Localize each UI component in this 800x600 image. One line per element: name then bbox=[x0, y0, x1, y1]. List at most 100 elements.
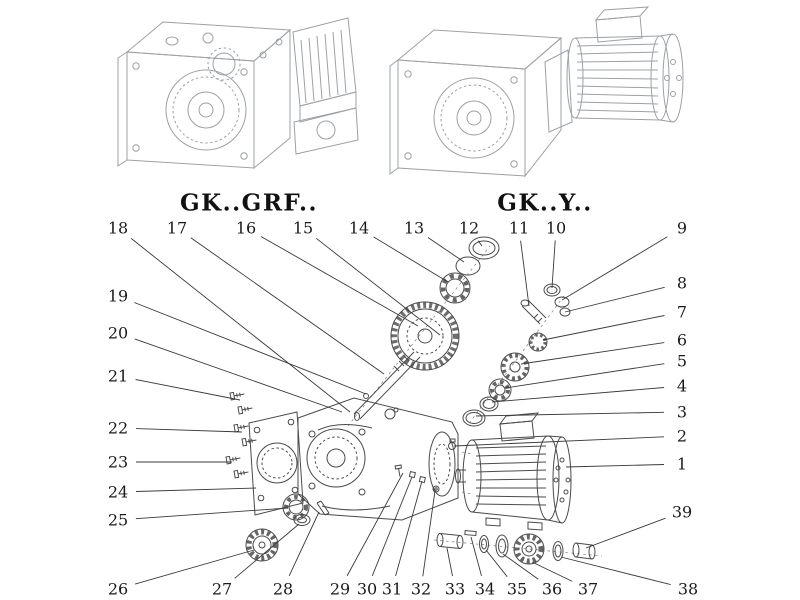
part-number-24: 24 bbox=[107, 482, 129, 502]
part-number-10: 10 bbox=[545, 218, 567, 238]
part-number-18: 18 bbox=[107, 218, 129, 238]
part-number-30: 30 bbox=[356, 579, 378, 599]
output-shaft-assembly bbox=[436, 530, 596, 565]
leader-line-37 bbox=[531, 561, 573, 582]
part-number-21: 21 bbox=[107, 366, 129, 386]
leader-line-21 bbox=[135, 379, 241, 401]
y-internal-gear bbox=[433, 77, 515, 159]
leader-line-32 bbox=[422, 490, 436, 577]
leader-line-9 bbox=[561, 236, 668, 301]
part-number-29: 29 bbox=[329, 579, 351, 599]
electric-motor bbox=[455, 412, 572, 531]
leader-line-25 bbox=[135, 507, 289, 520]
output-gear bbox=[513, 533, 545, 565]
leader-line-38 bbox=[560, 556, 671, 586]
part-number-14: 14 bbox=[348, 218, 370, 238]
leader-line-16 bbox=[260, 236, 419, 327]
part-number-17: 17 bbox=[166, 218, 188, 238]
grf-internal-gear bbox=[165, 47, 247, 151]
leader-line-13 bbox=[427, 237, 465, 263]
leader-line-34 bbox=[470, 536, 482, 577]
part-number-25: 25 bbox=[107, 510, 129, 530]
leader-line-20 bbox=[134, 338, 343, 413]
leader-line-36 bbox=[502, 553, 539, 580]
leader-line-28 bbox=[288, 511, 320, 576]
part-number-15: 15 bbox=[292, 218, 314, 238]
part-number-8: 8 bbox=[676, 273, 688, 293]
flange-fasteners bbox=[394, 464, 440, 493]
ring-gear bbox=[245, 528, 279, 562]
part-number-34: 34 bbox=[474, 579, 496, 599]
part-number-23: 23 bbox=[107, 452, 129, 472]
part-number-13: 13 bbox=[403, 218, 425, 238]
grf-ribbed-input-cover bbox=[292, 17, 359, 155]
leader-line-8 bbox=[564, 286, 665, 313]
part-number-38: 38 bbox=[677, 579, 699, 599]
shaft-washer bbox=[479, 535, 489, 553]
exploded-view-drawing bbox=[225, 236, 603, 565]
part-number-16: 16 bbox=[235, 218, 257, 238]
part-number-36: 36 bbox=[541, 579, 563, 599]
input-bearing bbox=[439, 272, 471, 304]
figure-title-gk-grf: GK..GRF.. bbox=[180, 189, 318, 217]
part-number-32: 32 bbox=[410, 579, 432, 599]
shaft-key bbox=[464, 530, 477, 537]
leader-line-11 bbox=[520, 240, 530, 307]
part-number-27: 27 bbox=[211, 579, 233, 599]
leader-line-15 bbox=[315, 237, 441, 336]
mounting-flange-plate bbox=[248, 411, 304, 516]
leader-lines bbox=[130, 236, 671, 586]
shaft-end-sleeve bbox=[572, 542, 596, 560]
gear-housing bbox=[297, 397, 459, 521]
part-number-37: 37 bbox=[577, 579, 599, 599]
part-number-26: 26 bbox=[107, 579, 129, 599]
leader-line-6 bbox=[520, 342, 665, 365]
part-number-5: 5 bbox=[676, 351, 688, 371]
part-number-22: 22 bbox=[107, 418, 129, 438]
assembled-gearmotor-y-drawing bbox=[389, 6, 684, 178]
part-number-31: 31 bbox=[381, 579, 403, 599]
big-gear-wheel bbox=[390, 301, 460, 371]
leader-line-39 bbox=[585, 517, 666, 549]
part-number-2: 2 bbox=[676, 426, 688, 446]
bevel-gear-large bbox=[500, 352, 530, 382]
hex-bolts bbox=[225, 391, 257, 479]
leader-line-3 bbox=[475, 411, 665, 417]
pinion-rings bbox=[543, 283, 571, 317]
seal-ring bbox=[468, 236, 500, 260]
lock-ring bbox=[552, 541, 564, 561]
leader-line-27 bbox=[234, 523, 300, 579]
leader-line-30 bbox=[371, 476, 413, 576]
leader-line-26 bbox=[134, 549, 255, 585]
y-electric-motor bbox=[544, 6, 684, 133]
part-number-39: 39 bbox=[671, 502, 693, 522]
o-ring bbox=[462, 409, 486, 427]
part-number-9: 9 bbox=[676, 218, 688, 238]
part-number-33: 33 bbox=[444, 579, 466, 599]
output-bearing-right bbox=[495, 534, 509, 558]
leader-line-29 bbox=[346, 472, 404, 577]
part-number-28: 28 bbox=[272, 579, 294, 599]
leader-line-24 bbox=[135, 487, 257, 492]
thrust-washer bbox=[293, 514, 311, 526]
leader-line-10 bbox=[551, 240, 556, 289]
part-number-11: 11 bbox=[508, 218, 530, 238]
leader-line-22 bbox=[135, 428, 243, 433]
part-number-1: 1 bbox=[676, 454, 688, 474]
output-shaft bbox=[436, 533, 464, 549]
leader-line-31 bbox=[395, 480, 423, 577]
part-number-7: 7 bbox=[676, 302, 688, 322]
pinion-shaft bbox=[520, 299, 547, 325]
leader-line-35 bbox=[485, 549, 508, 577]
leader-line-33 bbox=[446, 547, 453, 577]
part-number-20: 20 bbox=[107, 323, 129, 343]
leader-line-5 bbox=[504, 363, 665, 389]
part-number-4: 4 bbox=[676, 376, 688, 396]
part-number-35: 35 bbox=[506, 579, 528, 599]
leader-line-12 bbox=[477, 240, 483, 247]
leader-line-19 bbox=[134, 302, 367, 395]
figure-title-gk-y: GK..Y.. bbox=[497, 189, 593, 217]
part-number-12: 12 bbox=[458, 218, 480, 238]
